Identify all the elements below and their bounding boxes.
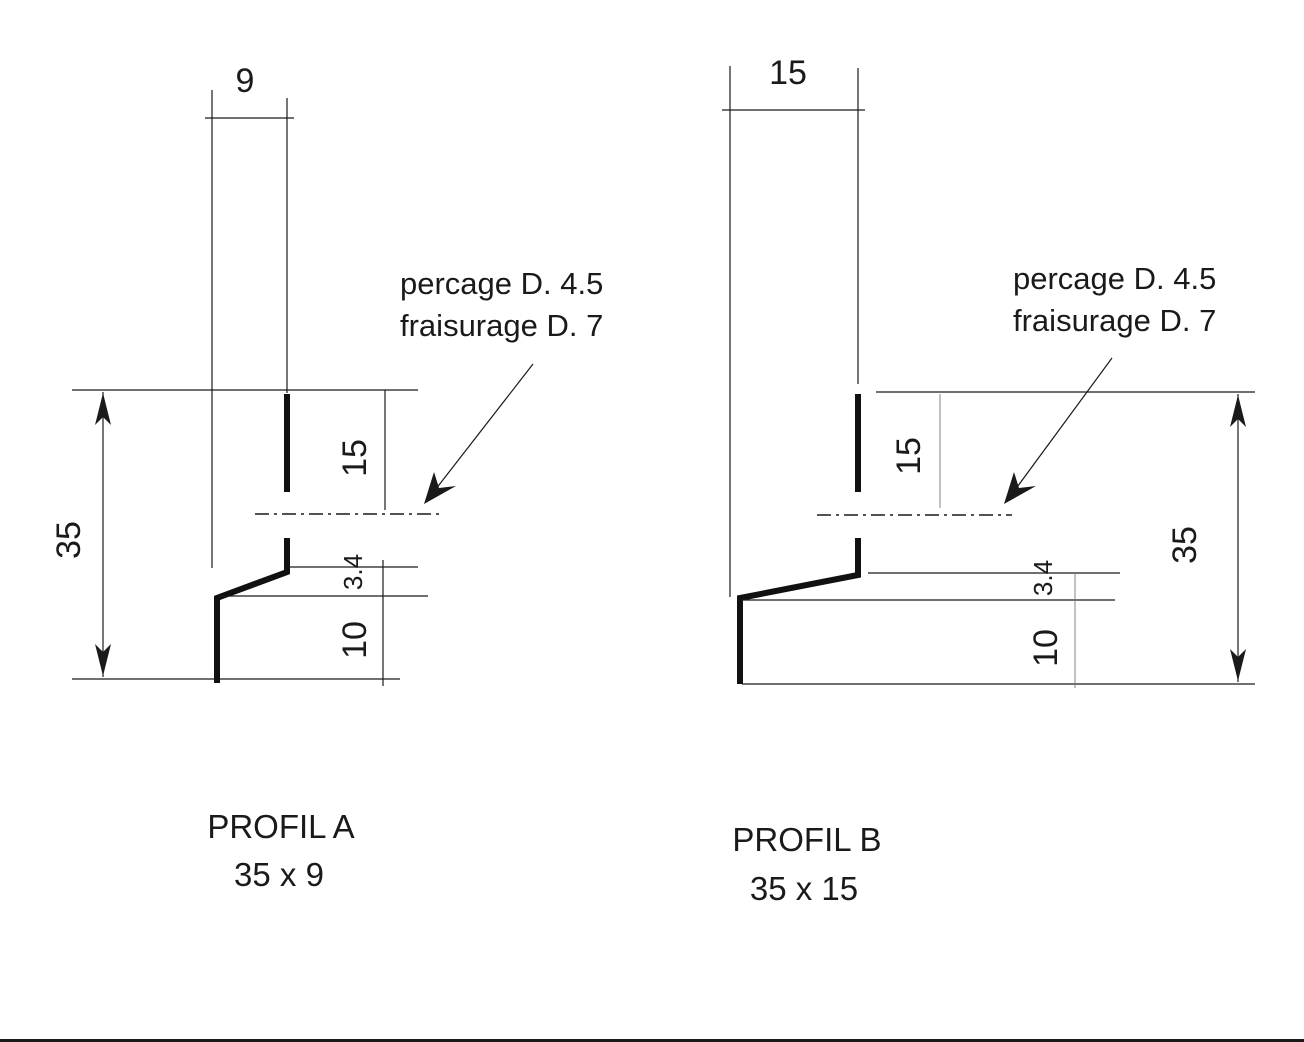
profile-a-lower-label: 10	[336, 621, 374, 659]
profile-b-title: PROFIL B	[732, 821, 881, 858]
profile-b-width-label: 15	[769, 54, 807, 92]
profile-b-web-lower	[737, 538, 861, 684]
profile-b-upper-label: 15	[890, 437, 928, 475]
profile-a-note-countersink: fraisurage D. 7	[400, 308, 603, 343]
profile-a-web-lower	[214, 538, 290, 683]
profile-a-upper-label: 15	[336, 439, 374, 477]
profile-a-leader-line	[431, 363, 534, 495]
profile-b-offset-label: 3.4	[1028, 560, 1058, 596]
profile-b-leader-line	[1011, 357, 1113, 495]
profile-b-height-arrow-bottom	[1230, 649, 1246, 681]
profile-b-note-countersink: fraisurage D. 7	[1013, 303, 1216, 338]
bottom-border-rule	[0, 1039, 1304, 1042]
profile-b-size: 35 x 15	[750, 870, 858, 907]
profile-a-title: PROFIL A	[207, 808, 354, 845]
profile-a-height-arrow-top	[95, 393, 111, 425]
profile-a-note-drilling: percage D. 4.5	[400, 266, 603, 301]
profile-b-height-arrow-top	[1230, 395, 1246, 427]
profile-b-drawing: 15 15 3.4 10 35 percage D. 4.5 fraisurag…	[722, 54, 1255, 907]
profile-b-note-drilling: percage D. 4.5	[1013, 261, 1216, 296]
profile-a-leader-arrow	[424, 472, 456, 504]
profile-a-height-label: 35	[50, 521, 88, 559]
profile-b-height-label: 35	[1166, 526, 1204, 564]
profile-a-drawing: 9 35 15 3.4 10 percage D. 4.5 fraisurage…	[50, 62, 603, 893]
profile-b-lower-label: 10	[1027, 629, 1065, 667]
profile-b-leader-arrow	[1004, 472, 1036, 504]
profile-a-height-arrow-bottom	[95, 644, 111, 676]
profile-a-offset-label: 3.4	[338, 554, 368, 590]
profile-a-width-label: 9	[236, 62, 255, 100]
profile-a-size: 35 x 9	[234, 856, 324, 893]
